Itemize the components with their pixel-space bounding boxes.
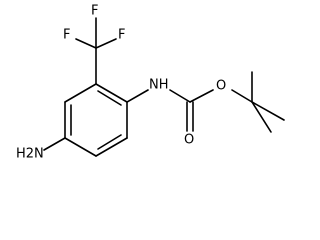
ester-oxygen-atom-label: O <box>216 79 226 94</box>
fluorine-atom-label: F <box>91 4 98 19</box>
c-f-bond <box>95 38 117 49</box>
fluorine-atom-label: F <box>63 28 70 43</box>
ring-bond <box>95 137 128 157</box>
ring-double-bond <box>97 134 122 150</box>
tbutyl-methyl-bond <box>251 101 272 133</box>
ring-to-amine-bond <box>43 137 66 151</box>
ester-o-to-tbutyl-bond <box>231 89 253 103</box>
amine-atom-label: H2N <box>16 147 44 162</box>
carbonyl-oxygen-atom-label: O <box>184 133 194 148</box>
chemical-structure-diagram: F F F NH O O H2N <box>16 4 285 162</box>
ring-bond <box>64 83 97 103</box>
ring-double-bond <box>97 90 122 106</box>
benzene-ring <box>64 83 128 157</box>
ring-to-nh-bond <box>126 89 149 103</box>
trifluoromethyl-group <box>75 17 117 85</box>
boc-carbamate-group <box>126 71 285 133</box>
ring-bond <box>95 83 128 103</box>
fluorine-atom-label: F <box>118 28 125 43</box>
nh-to-carbonyl-bond <box>169 89 191 103</box>
nh-atom-label: NH <box>149 78 169 93</box>
tbutyl-methyl-bond <box>251 101 285 121</box>
ring-bond <box>64 137 97 157</box>
c-f-bond <box>75 38 97 49</box>
carbonyl-to-ester-o-bond <box>189 89 214 103</box>
